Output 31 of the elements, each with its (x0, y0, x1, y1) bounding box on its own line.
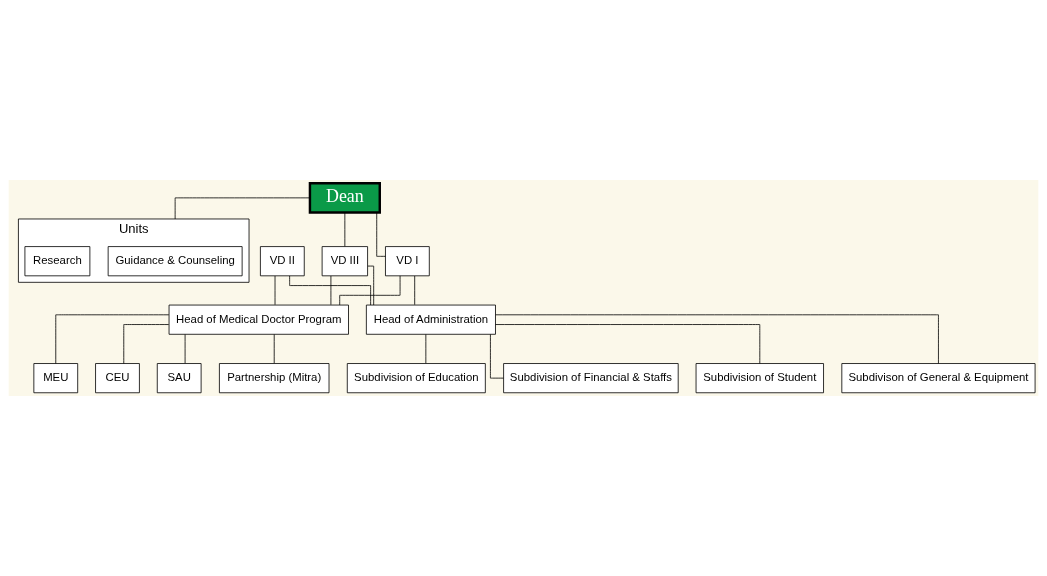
connector (344, 212, 346, 247)
node-box: Head of Medical Doctor Program (168, 304, 349, 335)
node-box: Subdivision of Financial & Staffs (503, 363, 679, 394)
connector (339, 275, 401, 306)
node-box: VD III (321, 246, 368, 277)
node-box: Guidance & Counseling (107, 246, 243, 277)
connector (495, 324, 761, 364)
connector (184, 334, 186, 364)
node-box: Subdivison of General & Equipment (841, 363, 1036, 394)
node-box: Head of Administration (365, 304, 496, 335)
connector (289, 275, 372, 306)
node-box: Subdivision of Student (695, 363, 824, 394)
connector (123, 324, 170, 364)
node-box: CEU (95, 363, 140, 394)
connector (414, 275, 416, 306)
connector (174, 197, 311, 220)
node-box: MEU (33, 363, 79, 394)
node-box: Research (24, 246, 91, 277)
connector (425, 334, 427, 364)
connector (55, 314, 170, 364)
connector (495, 314, 939, 364)
connector (367, 265, 375, 306)
connector (330, 275, 332, 306)
node-box: VD II (260, 246, 305, 277)
connector (376, 212, 386, 257)
node-box: SAU (156, 363, 202, 394)
node-box: Dean (308, 182, 381, 214)
node-box: VD I (385, 246, 430, 277)
node-box: Subdivision of Education (346, 363, 486, 394)
node-box: Partnership (Mitra) (219, 363, 330, 394)
connector (273, 334, 275, 364)
